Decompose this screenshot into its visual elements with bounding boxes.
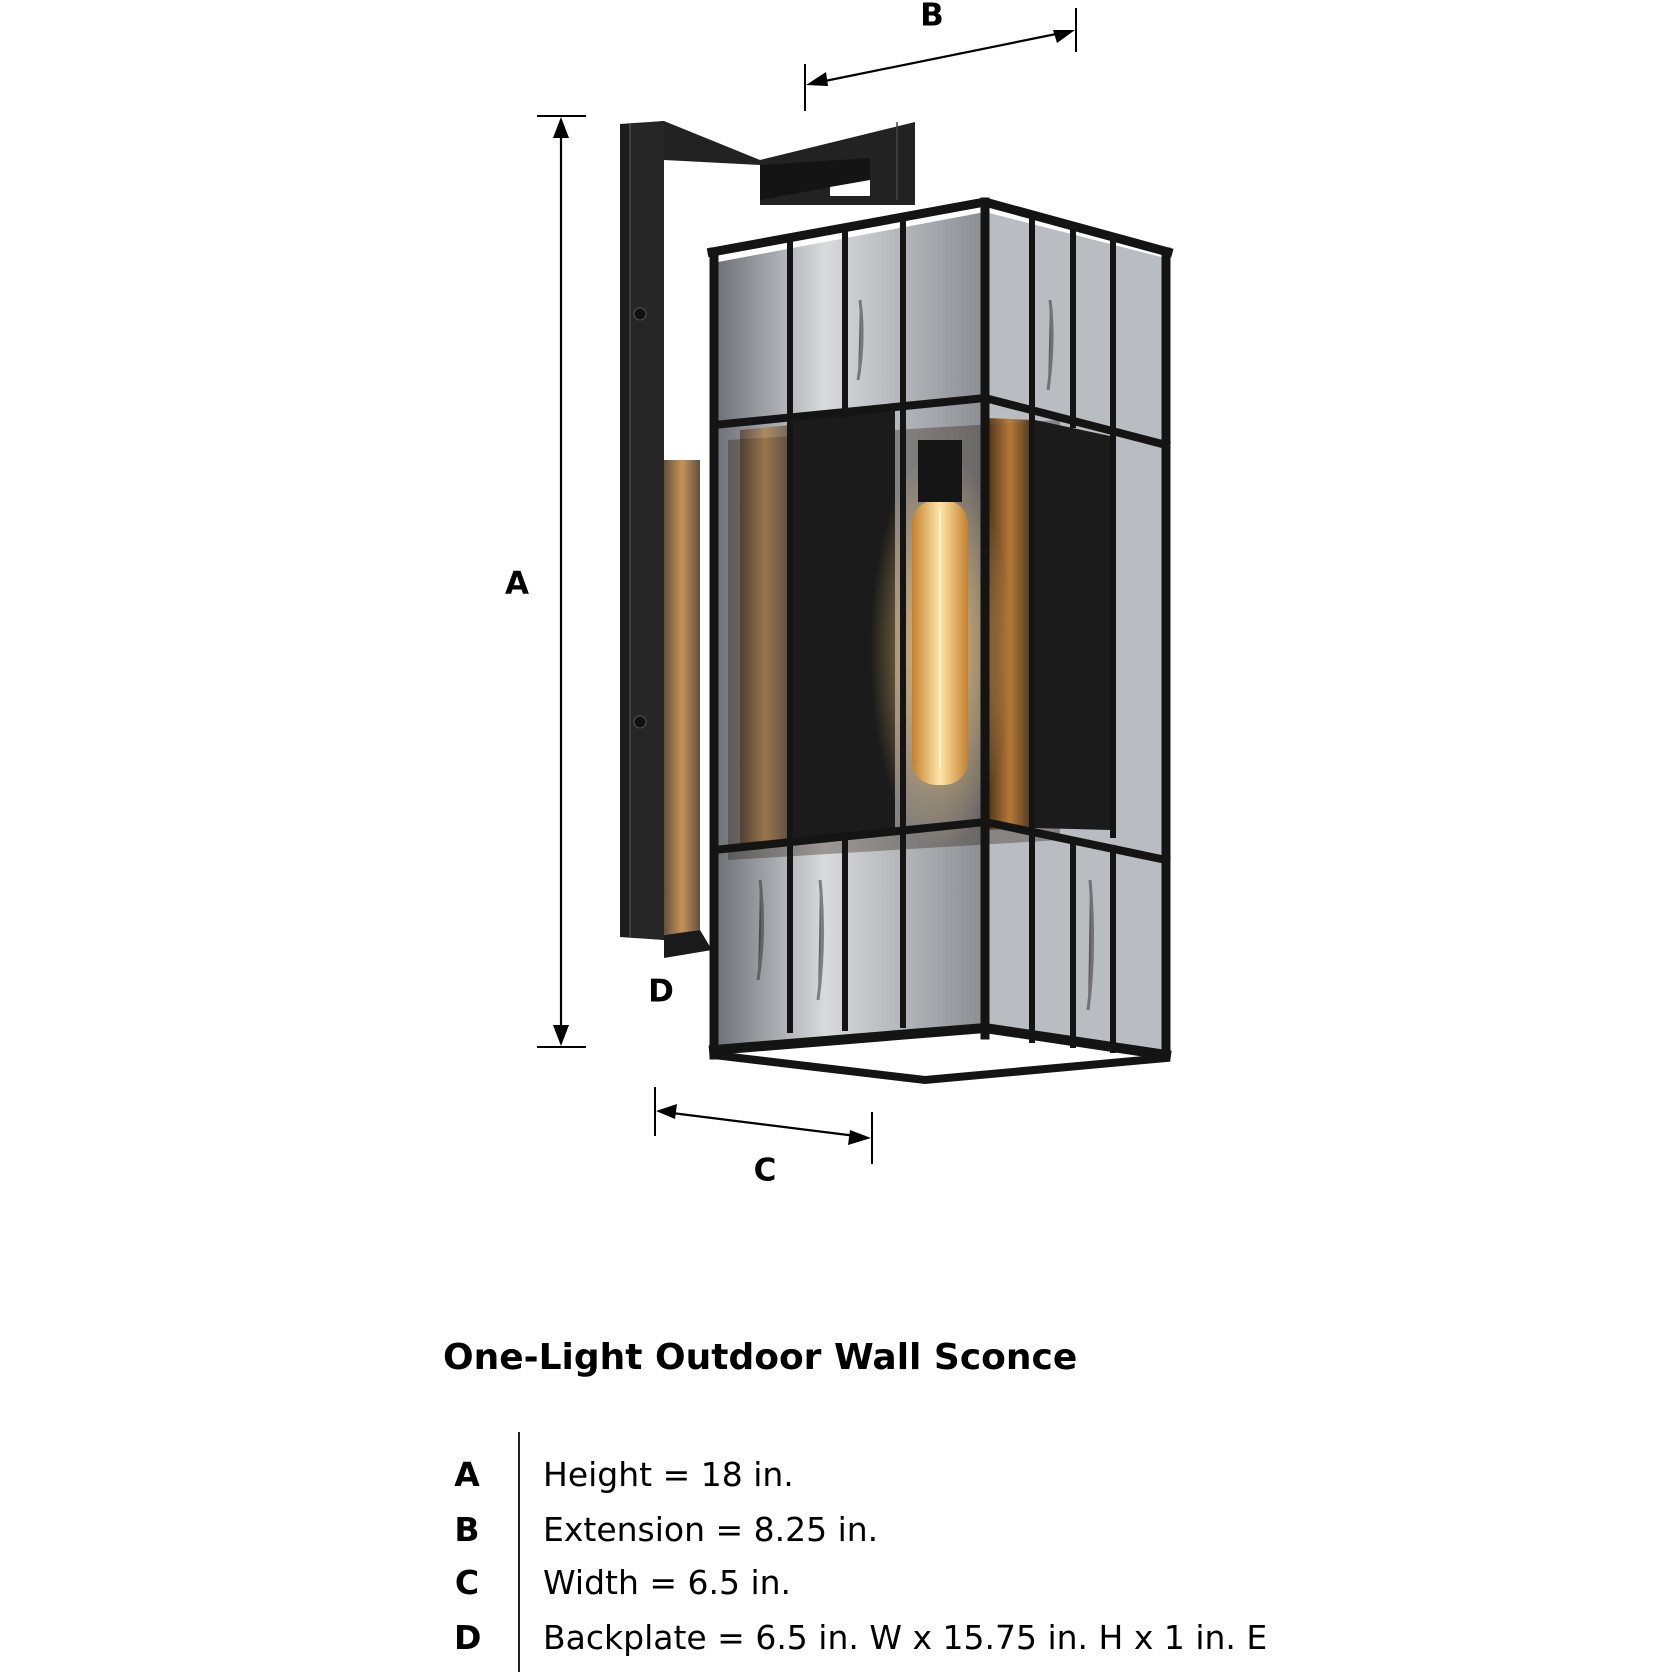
dimension-a-arrow xyxy=(537,115,586,1048)
product-dimension-drawing: B A D C xyxy=(505,0,1174,1189)
product-title: One-Light Outdoor Wall Sconce xyxy=(443,1337,1078,1378)
dimension-label-c: C xyxy=(753,1152,777,1189)
spec-letter: A xyxy=(454,1455,480,1494)
backplate xyxy=(620,121,712,958)
dimension-b-arrow xyxy=(804,8,1077,111)
seeded-glass-texture xyxy=(756,299,1095,1011)
spec-value: Extension = 8.25 in. xyxy=(543,1510,879,1549)
spec-value: Width = 6.5 in. xyxy=(543,1563,792,1602)
spec-letter: C xyxy=(454,1563,480,1602)
lantern-body xyxy=(718,212,1165,1052)
spec-row-height: A Height = 18 in. xyxy=(440,1453,1440,1497)
spec-letter: B xyxy=(454,1510,480,1549)
spec-value: Backplate = 6.5 in. W x 15.75 in. H x 1 … xyxy=(543,1618,1268,1657)
screw-icon xyxy=(633,307,647,321)
spec-row-backplate: D Backplate = 6.5 in. W x 15.75 in. H x … xyxy=(440,1616,1440,1660)
spec-row-extension: B Extension = 8.25 in. xyxy=(440,1508,1440,1552)
dimension-label-b: B xyxy=(920,0,944,34)
spec-row-width: C Width = 6.5 in. xyxy=(440,1561,1440,1605)
lantern-cage xyxy=(706,197,1174,1085)
spec-divider xyxy=(518,1432,520,1672)
spec-letter: D xyxy=(454,1618,482,1657)
sconce-illustration xyxy=(537,8,1174,1164)
dimension-label-a: A xyxy=(505,565,529,602)
mounting-arm xyxy=(664,121,915,205)
dimension-c-arrow xyxy=(654,1087,873,1164)
screw-icon xyxy=(633,715,647,729)
dimension-label-d: D xyxy=(648,973,674,1010)
spec-value: Height = 18 in. xyxy=(543,1455,794,1494)
